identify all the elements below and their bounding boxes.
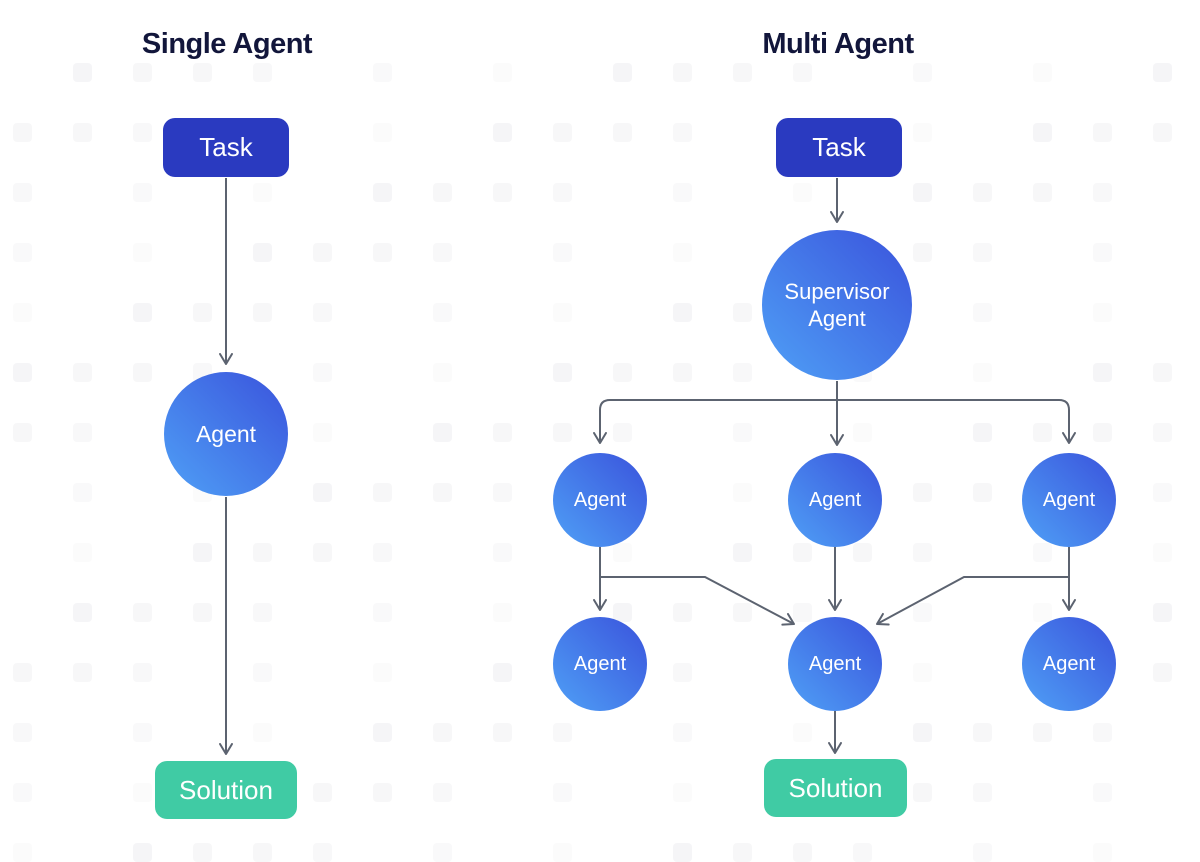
- single-solution-node: Solution: [155, 761, 297, 819]
- single-agent-title: Single Agent: [141, 28, 313, 60]
- supervisor-agent-node: Supervisor Agent: [762, 230, 912, 380]
- multi-solution-node: Solution: [764, 759, 907, 817]
- worker-agent-6-label: Agent: [1042, 652, 1096, 675]
- edge-agent1-to-agent5: [600, 576, 795, 626]
- edge-agent3-to-agent5: [876, 576, 1069, 626]
- worker-agent-4-node: Agent: [553, 617, 647, 711]
- multi-task-label: Task: [812, 132, 866, 162]
- worker-agent-3-node: Agent: [1022, 453, 1116, 547]
- worker-agent-4-label: Agent: [573, 652, 627, 675]
- worker-agent-2-label: Agent: [808, 488, 862, 511]
- worker-agent-5-node: Agent: [788, 617, 882, 711]
- worker-agent-3-label: Agent: [1042, 488, 1096, 511]
- single-solution-label: Solution: [179, 774, 273, 805]
- worker-agent-1-node: Agent: [553, 453, 647, 547]
- worker-agent-6-node: Agent: [1022, 617, 1116, 711]
- worker-agent-2-node: Agent: [788, 453, 882, 547]
- multi-agent-title: Multi Agent: [762, 28, 914, 60]
- edge-supervisor-to-agent3: [837, 399, 1076, 444]
- worker-agent-1-label: Agent: [573, 488, 627, 511]
- single-task-label: Task: [199, 132, 253, 162]
- single-task-node: Task: [163, 118, 289, 177]
- single-agent-label: Agent: [195, 420, 257, 447]
- single-agent-node: Agent: [164, 372, 288, 496]
- supervisor-agent-label: Supervisor Agent: [784, 278, 890, 332]
- edge-supervisor-to-agent1: [593, 399, 837, 444]
- multi-task-node: Task: [776, 118, 902, 177]
- worker-agent-5-label: Agent: [808, 652, 862, 675]
- multi-solution-label: Solution: [788, 772, 883, 803]
